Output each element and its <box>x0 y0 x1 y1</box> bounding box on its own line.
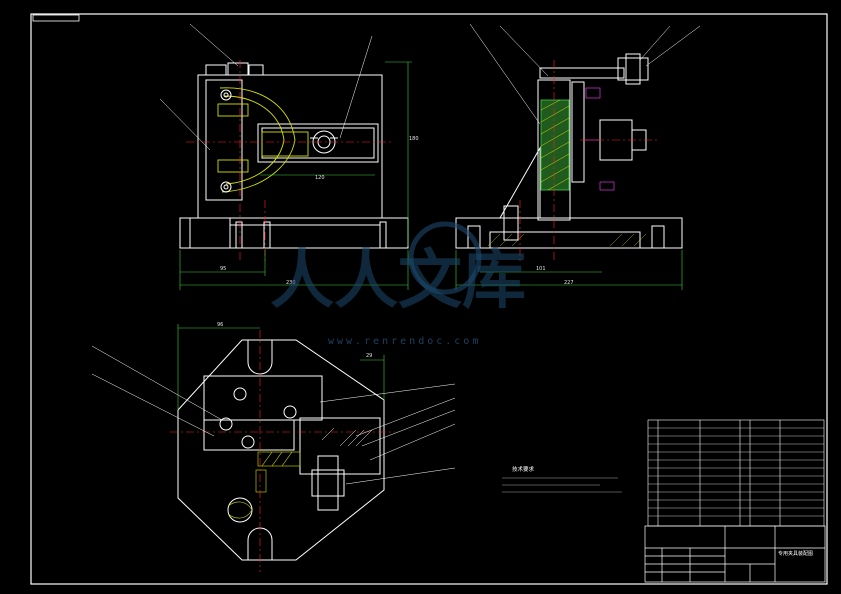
front-view <box>179 62 409 249</box>
parts-list-rows <box>648 427 824 517</box>
watermark-text: 人人文库 <box>270 243 526 318</box>
top-leaders <box>91 345 456 485</box>
corner-tab <box>32 14 80 22</box>
front-dim-height: 180 <box>409 136 419 142</box>
front-leaders <box>159 23 373 151</box>
side-hatched-block <box>540 99 570 191</box>
top-center-lines <box>170 330 395 572</box>
title-block-name: 专用夹具装配图 <box>778 550 813 557</box>
notes-title: 技术要求 <box>512 465 535 473</box>
side-dimensions <box>455 250 683 290</box>
side-dim-total: 227 <box>564 280 574 286</box>
top-dimensions <box>177 324 385 410</box>
outer-frame <box>30 13 828 585</box>
watermark: 人人文库 www.renrendoc.com <box>270 221 526 347</box>
front-dim-total: 230 <box>286 280 296 286</box>
top-view <box>177 339 385 561</box>
top-view-hatch <box>227 451 301 519</box>
front-clamp-arc <box>217 87 309 193</box>
top-view-section-hatch <box>321 427 373 447</box>
front-dim-width: 95 <box>220 266 226 272</box>
side-dim-base: 101 <box>536 266 546 272</box>
side-leaders <box>469 23 701 125</box>
top-dim-side: 29 <box>366 353 372 359</box>
watermark-url: www.renrendoc.com <box>328 336 481 347</box>
front-dimensions <box>179 61 412 290</box>
front-center-lines <box>186 60 394 262</box>
notes-lines <box>502 477 622 493</box>
top-dim-top: 96 <box>217 322 223 328</box>
front-dim-inner: 120 <box>315 175 325 181</box>
side-base-hatch <box>487 233 647 247</box>
side-center-lines <box>519 60 660 262</box>
side-highlights <box>584 87 615 191</box>
title-block <box>644 525 826 583</box>
